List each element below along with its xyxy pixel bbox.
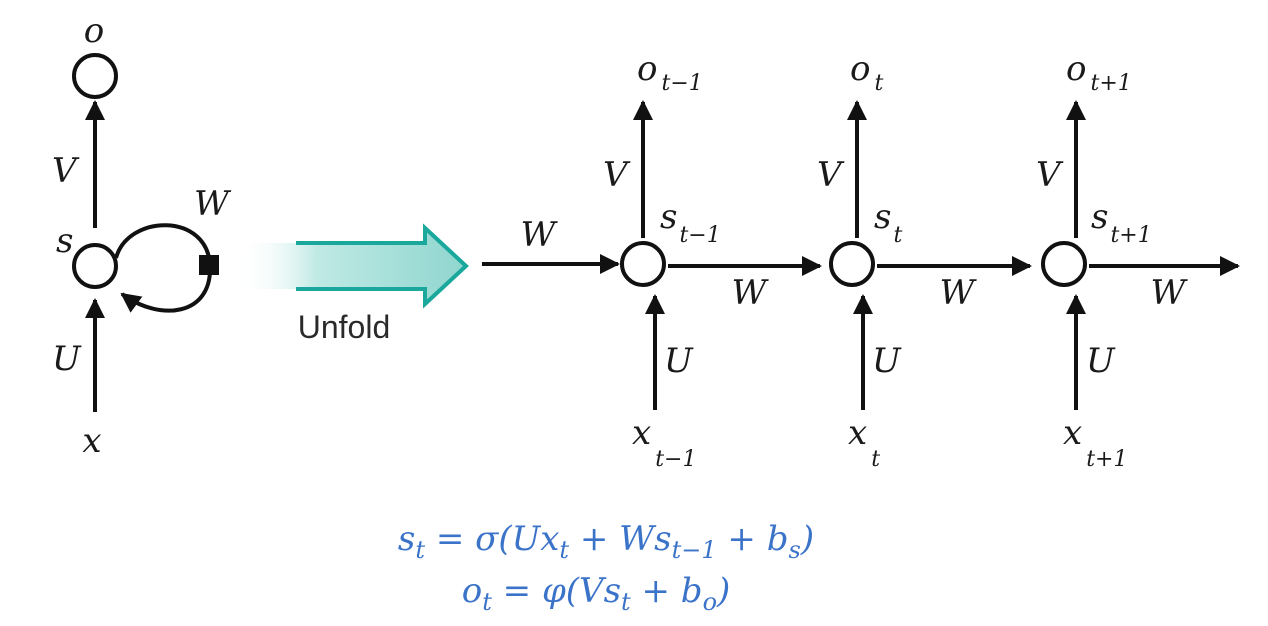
output-equation: ot = φ(Vst + bo) xyxy=(462,571,731,616)
folded-output-node xyxy=(72,53,118,99)
state-node xyxy=(1041,241,1087,287)
incoming-weight-label: W xyxy=(521,215,559,255)
output-weight-label: V xyxy=(817,155,845,195)
input-label: xt+1 xyxy=(1063,413,1127,472)
transition-weight-label: W xyxy=(940,273,978,313)
state-label: st−1 xyxy=(660,197,721,248)
folded-rnn: o V s W U x xyxy=(52,11,232,461)
folded-output-weight-label: V xyxy=(52,151,80,191)
folded-state-label: s xyxy=(56,221,73,261)
folded-output-label: o xyxy=(84,11,104,51)
transition-weight-label: W xyxy=(1151,273,1189,313)
state-label: st xyxy=(874,197,902,248)
input-weight-label: U xyxy=(664,341,694,381)
state-label: st+1 xyxy=(1091,197,1152,248)
output-weight-label: V xyxy=(1036,155,1064,195)
unfold-arrow-icon xyxy=(238,223,469,309)
transition-weight-label: W xyxy=(732,273,770,313)
folded-state-node xyxy=(72,243,118,289)
folded-input-weight-label: U xyxy=(52,339,82,379)
state-node xyxy=(620,241,666,287)
delay-square-icon xyxy=(199,255,219,275)
state-node xyxy=(829,241,875,287)
input-weight-label: U xyxy=(872,341,902,381)
folded-recurrent-weight-label: W xyxy=(194,184,232,224)
unfold-label: Unfold xyxy=(298,309,391,345)
state-equation: st = σ(Uxt + Wst−1 + bs) xyxy=(398,519,814,564)
input-weight-label: U xyxy=(1086,341,1116,381)
input-label: xt−1 xyxy=(632,413,696,472)
folded-recurrent-arrow xyxy=(114,223,213,313)
input-label: xt xyxy=(848,413,880,472)
folded-input-label: x xyxy=(82,421,101,461)
output-weight-label: V xyxy=(603,155,631,195)
